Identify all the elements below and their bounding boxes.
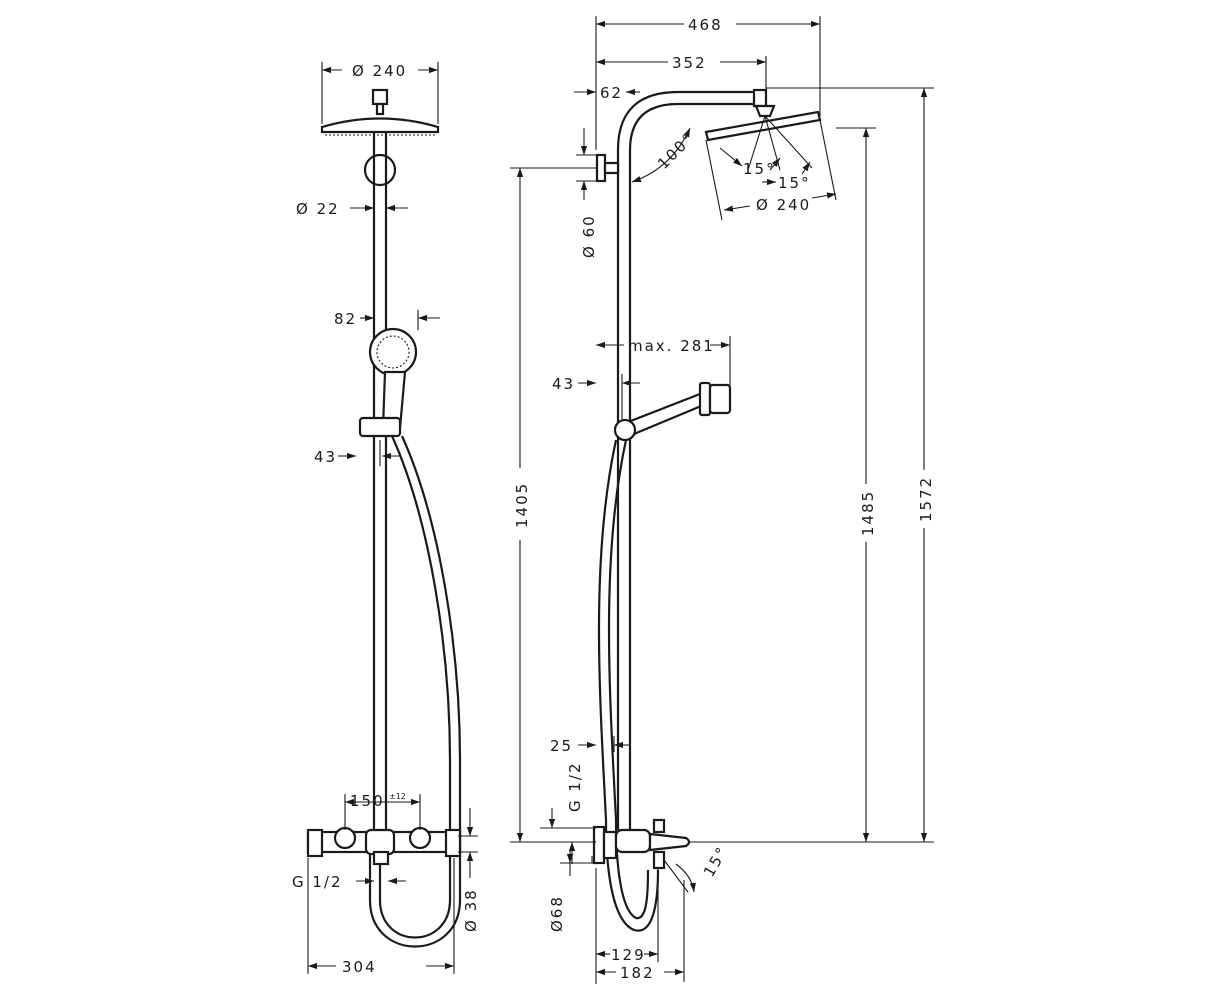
label-front-handshower-width: 82 (334, 310, 357, 328)
label-side-head-height-1: 1485 (859, 490, 877, 536)
dim-front-head-diameter: Ø 240 (321, 62, 439, 124)
label-side-bracket-diameter: Ø 60 (580, 214, 598, 258)
label-front-pipe-diameter: Ø 22 (296, 200, 340, 218)
label-side-rail-offset: 25 (550, 737, 573, 755)
label-front-head-diameter: Ø 240 (352, 62, 407, 80)
label-side-spout-depth-2: 182 (620, 964, 655, 982)
label-side-arm-reach: 352 (672, 54, 707, 72)
dim-front-inlet-thread: G 1/2 (292, 873, 406, 891)
label-side-escutcheon-diameter: Ø68 (548, 895, 566, 932)
dim-front-mixer-width: 304 (307, 858, 455, 976)
dim-front-outlet-diameter: Ø 38 (458, 808, 480, 932)
dim-side-rail-offset: 25 (550, 736, 630, 755)
dim-front-pipe-diameter: Ø 22 (296, 200, 408, 218)
label-side-spout-depth-1: 129 (611, 946, 646, 964)
label-side-head-height-2: 1572 (917, 476, 935, 522)
dim-side-head-tilt: 15° 15° (719, 147, 811, 192)
dim-front-inlet-spacing: 150 ±12 (344, 792, 421, 830)
front-view: Ø 240 Ø 22 82 43 150 ± (292, 62, 480, 976)
label-side-head-reach: 468 (688, 16, 723, 34)
dim-side-arm-reach: 352 (596, 54, 767, 90)
front-hand-shower (368, 327, 418, 430)
dim-side-escutcheon-diameter: Ø68 (548, 850, 596, 932)
dim-side-spout-depth-2: 182 (596, 880, 685, 982)
label-front-hose-offset: 43 (314, 448, 337, 466)
label-front-inlet-tolerance: ±12 (389, 792, 406, 801)
front-slider (358, 416, 402, 438)
side-wall-bracket (595, 153, 620, 183)
dim-front-handshower-width: 82 (334, 310, 440, 330)
dim-side-bar-length: 1405 (510, 167, 596, 843)
front-mixer (306, 826, 462, 866)
side-riser-pipe (616, 90, 762, 830)
dim-side-arm-angle: 100° (631, 127, 698, 183)
dim-side-head-height-2: 1572 (917, 88, 935, 842)
label-side-head-tilt-left: 15° (743, 160, 776, 178)
label-side-bar-length: 1405 (513, 482, 531, 528)
dim-side-bracket-diameter: Ø 60 (576, 128, 600, 258)
dim-side-head-reach: 468 (595, 16, 821, 150)
label-side-inlet-thread: G 1/2 (566, 761, 584, 812)
label-front-inlet-thread: G 1/2 (292, 873, 343, 891)
label-side-handshower-reach: max. 281 (628, 337, 715, 355)
dim-side-spout-angle: 15° (663, 843, 732, 893)
side-hand-shower (613, 381, 732, 442)
label-side-head-diameter: Ø 240 (756, 196, 811, 214)
front-overhead-shower (320, 88, 440, 136)
label-front-mixer-width: 304 (342, 958, 377, 976)
dim-side-head-height-1: 1485 (690, 127, 934, 843)
label-side-arm-angle: 100° (654, 129, 698, 173)
front-hose (368, 435, 462, 948)
side-view: 468 352 62 100° 15° 15° (510, 16, 935, 984)
label-side-holder-offset: 43 (552, 375, 575, 393)
label-side-head-tilt-right: 15° (778, 174, 811, 192)
label-front-inlet-spacing: 150 (350, 792, 385, 810)
dim-side-holder-offset: 43 (552, 374, 640, 420)
side-mixer (592, 818, 691, 870)
front-riser-pipe (372, 132, 388, 830)
label-side-arm-offset: 62 (600, 84, 623, 102)
dim-side-spout-depth-1: 129 (595, 868, 659, 984)
side-overhead-shower (704, 88, 837, 221)
dim-front-hose-offset: 43 (314, 440, 400, 466)
label-front-outlet-diameter: Ø 38 (462, 888, 480, 932)
side-hose (597, 439, 660, 932)
dim-side-head-diameter: Ø 240 (723, 192, 837, 214)
front-wall-bracket (363, 153, 397, 187)
label-side-spout-angle: 15° (700, 843, 732, 880)
dim-side-inlet-thread: G 1/2 (540, 761, 596, 864)
dim-side-handshower-reach: max. 281 (596, 336, 731, 386)
dim-side-arm-offset: 62 (574, 84, 934, 102)
